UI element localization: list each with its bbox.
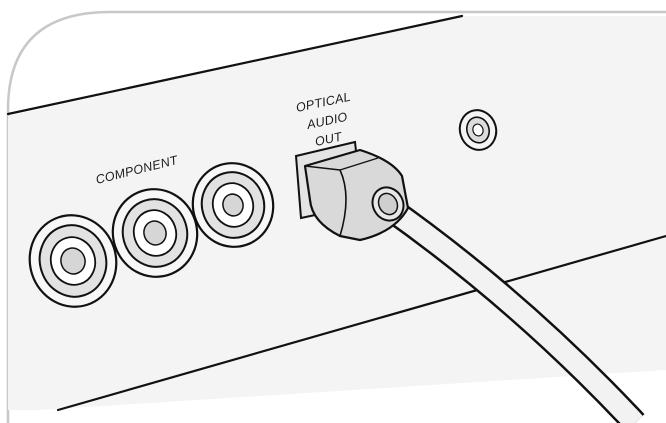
optical-cable-inner — [378, 196, 643, 423]
panel-top-edge — [6, 14, 464, 116]
optical-label-line3: OUT — [314, 129, 345, 149]
frame-border — [6, 10, 666, 423]
cable-strain-relief — [371, 186, 405, 222]
mini-jack — [458, 109, 498, 151]
optical-plug-ridge — [339, 157, 379, 171]
component-jack-2 — [111, 188, 199, 278]
component-jack-1 — [28, 214, 118, 308]
panel-bottom-edge — [56, 234, 666, 412]
component-jack-3 — [191, 162, 275, 248]
